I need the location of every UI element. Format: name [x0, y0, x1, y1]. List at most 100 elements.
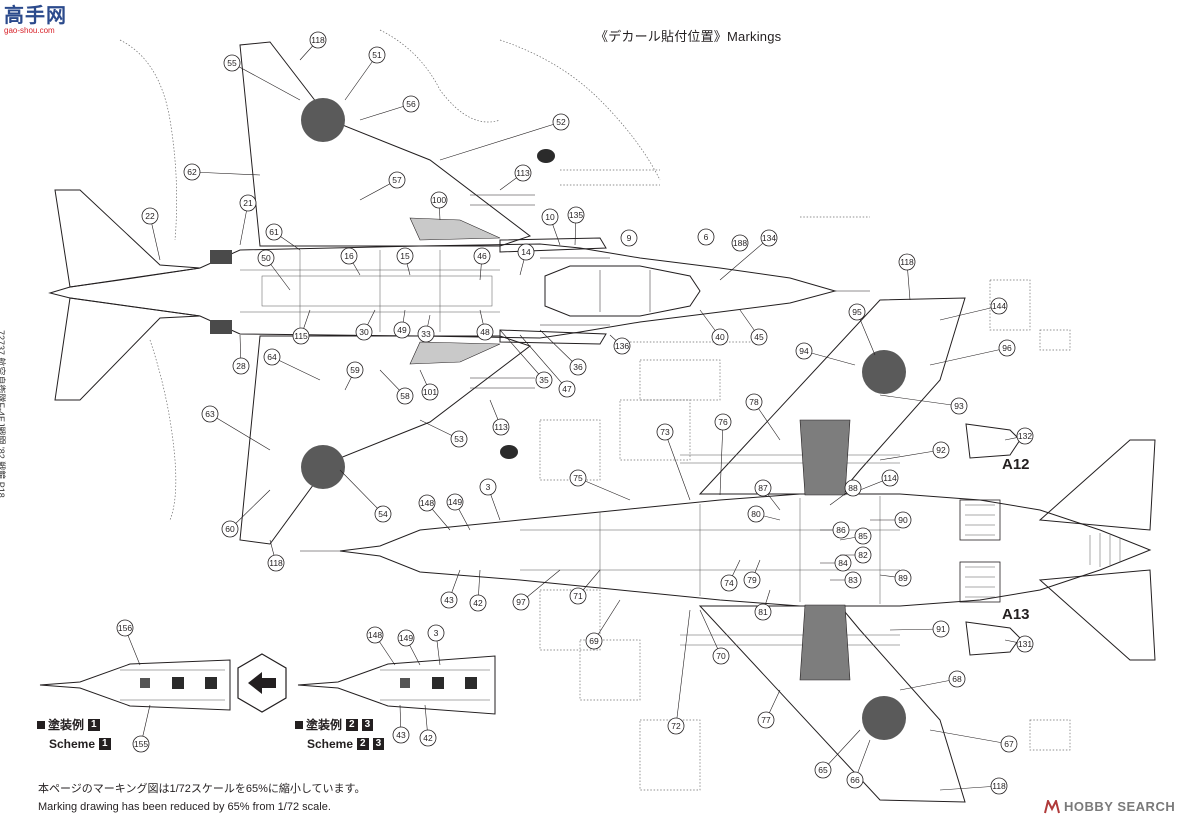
svg-text:48: 48 — [480, 327, 490, 337]
svg-text:42: 42 — [423, 733, 433, 743]
svg-text:74: 74 — [724, 578, 734, 588]
callout-101: 101 — [421, 383, 439, 401]
callout-155: 155 — [132, 735, 150, 753]
svg-text:135: 135 — [569, 210, 583, 220]
svg-text:134: 134 — [762, 233, 776, 243]
page-title: 《デカール貼付位置》Markings — [595, 29, 782, 44]
hobby-search-watermark: HOBBY SEARCH — [1044, 799, 1175, 814]
svg-text:132: 132 — [1018, 431, 1032, 441]
svg-text:55: 55 — [227, 58, 237, 68]
callout-149: 149 — [446, 493, 464, 511]
svg-text:53: 53 — [454, 434, 464, 444]
callout-51: 51 — [368, 46, 386, 64]
scheme23-en-num-3: 3 — [372, 738, 385, 750]
callout-68: 68 — [948, 670, 966, 688]
callout-3b: 3 — [427, 624, 445, 642]
top-view-callouts: 118 51 55 56 52 62 57 113 100 21 22 61 1… — [141, 31, 778, 572]
svg-text:87: 87 — [758, 483, 768, 493]
callout-114: 114 — [881, 469, 899, 487]
site-logo-main: 高手网 — [4, 3, 67, 27]
callout-10: 10 — [541, 208, 559, 226]
svg-text:63: 63 — [205, 409, 215, 419]
svg-text:75: 75 — [573, 473, 583, 483]
svg-text:80: 80 — [751, 509, 761, 519]
svg-text:136: 136 — [615, 341, 629, 351]
svg-text:60: 60 — [225, 524, 235, 534]
callout-62: 62 — [183, 163, 201, 181]
svg-text:156: 156 — [118, 623, 132, 633]
svg-text:78: 78 — [749, 397, 759, 407]
callout-118: 118 — [309, 31, 327, 49]
svg-text:56: 56 — [406, 99, 416, 109]
callout-21: 21 — [239, 194, 257, 212]
callout-96: 96 — [998, 339, 1016, 357]
scheme1-jp: 塗装例 — [48, 718, 85, 732]
tab-a12-drawing — [965, 423, 1021, 459]
svg-text:144: 144 — [992, 301, 1006, 311]
scheme23-jp: 塗装例 — [306, 718, 343, 732]
svg-text:88: 88 — [848, 483, 858, 493]
callout-16: 16 — [340, 247, 358, 265]
svg-text:14: 14 — [521, 247, 531, 257]
scheme1-en-row: Scheme 1 — [37, 737, 111, 751]
svg-text:58: 58 — [400, 391, 410, 401]
callout-79: 79 — [743, 571, 761, 589]
callout-72: 72 — [667, 717, 685, 735]
svg-text:118: 118 — [900, 257, 914, 267]
callout-69: 69 — [585, 632, 603, 650]
svg-text:83: 83 — [848, 575, 858, 585]
callout-149b: 149 — [397, 629, 415, 647]
scheme23-num-2: 2 — [346, 718, 358, 731]
svg-text:45: 45 — [754, 332, 764, 342]
callout-118d: 118 — [990, 777, 1008, 795]
svg-text:118: 118 — [992, 781, 1006, 791]
callout-188: 188 — [731, 234, 749, 252]
callout-94: 94 — [795, 342, 813, 360]
callout-65: 65 — [814, 761, 832, 779]
callout-3: 3 — [479, 478, 497, 496]
svg-text:148: 148 — [368, 630, 382, 640]
callout-87: 87 — [754, 479, 772, 497]
callout-42b: 42 — [419, 729, 437, 747]
callout-56: 56 — [402, 95, 420, 113]
svg-text:3: 3 — [486, 482, 491, 492]
tab-a13-drawing — [965, 621, 1021, 656]
callout-64: 64 — [263, 348, 281, 366]
svg-text:22: 22 — [145, 211, 155, 221]
svg-text:43: 43 — [444, 595, 454, 605]
callout-53: 53 — [450, 430, 468, 448]
svg-text:149: 149 — [448, 497, 462, 507]
callout-22: 22 — [141, 207, 159, 225]
callout-15: 15 — [396, 247, 414, 265]
svg-text:81: 81 — [758, 607, 768, 617]
svg-text:28: 28 — [236, 361, 246, 371]
svg-text:47: 47 — [562, 384, 572, 394]
callout-78: 78 — [745, 393, 763, 411]
svg-text:118: 118 — [269, 558, 283, 568]
callout-45: 45 — [750, 328, 768, 346]
callout-36: 36 — [569, 358, 587, 376]
callout-47: 47 — [558, 380, 576, 398]
svg-text:52: 52 — [556, 117, 566, 127]
callout-60: 60 — [221, 520, 239, 538]
callout-93: 93 — [950, 397, 968, 415]
callout-92: 92 — [932, 441, 950, 459]
svg-text:100: 100 — [432, 195, 446, 205]
hobby-search-logo-icon — [1044, 799, 1060, 813]
callout-57: 57 — [388, 171, 406, 189]
callout-61: 61 — [265, 223, 283, 241]
callout-58: 58 — [396, 387, 414, 405]
callout-67: 67 — [1000, 735, 1018, 753]
svg-text:9: 9 — [627, 233, 632, 243]
svg-text:85: 85 — [858, 531, 868, 541]
svg-text:70: 70 — [716, 651, 726, 661]
scheme23-en: Scheme — [307, 737, 354, 751]
svg-text:43: 43 — [396, 730, 406, 740]
callout-74: 74 — [720, 574, 738, 592]
callout-97: 97 — [512, 593, 530, 611]
svg-text:84: 84 — [838, 558, 848, 568]
callout-90: 90 — [894, 511, 912, 529]
hobby-search-text: HOBBY SEARCH — [1064, 799, 1176, 814]
callout-83: 83 — [844, 571, 862, 589]
